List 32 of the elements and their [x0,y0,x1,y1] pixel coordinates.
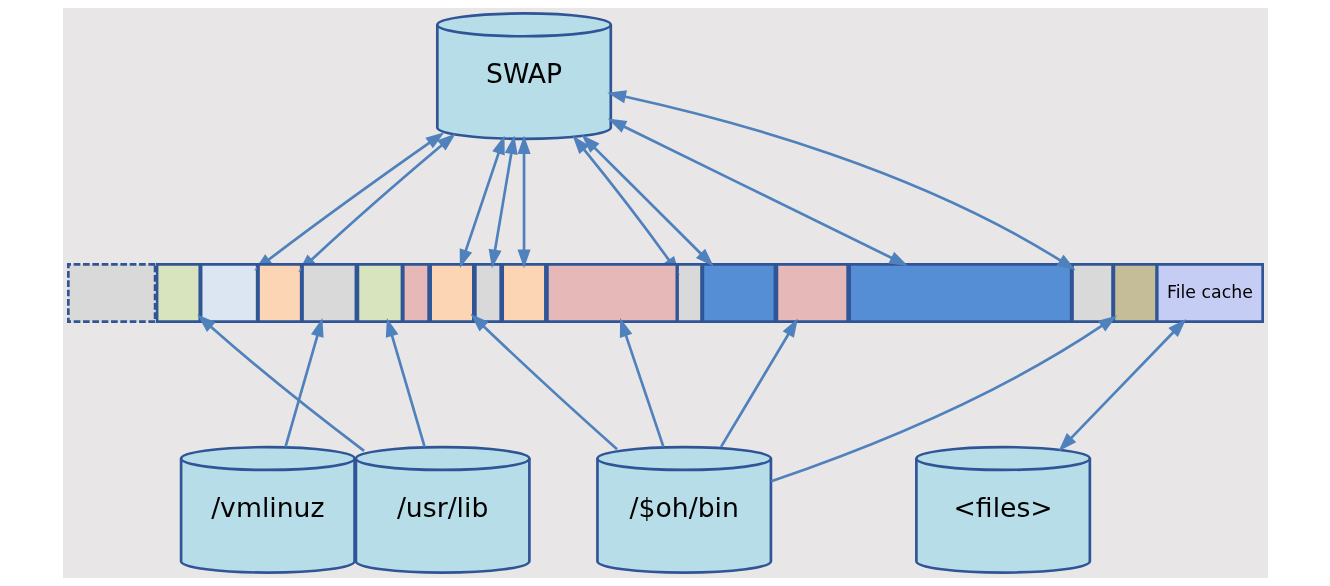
node-box [1070,262,1114,324]
arrow [488,135,518,269]
node-box [428,262,475,324]
arrow [385,318,426,448]
node-box [155,262,201,324]
arrow [619,318,665,448]
arrow [283,318,324,448]
arrow [770,315,1117,483]
arrow [581,134,714,267]
node-box [356,262,403,324]
node-box [473,262,502,324]
node-box [256,262,303,324]
node-box [1112,262,1158,324]
node-box [500,262,547,324]
node-box [775,262,849,324]
arrow [517,135,531,269]
node-box [199,262,258,324]
arrow [607,118,908,266]
node-box [701,262,776,324]
arrow [196,314,365,452]
node-box [847,262,1072,324]
arrow [459,135,505,269]
arrow [719,318,798,448]
node-box [675,262,703,324]
node-box [545,262,678,324]
node-box [300,262,357,324]
node-box: File cache [1155,262,1264,324]
arrow [606,90,1076,271]
node-box [401,262,430,324]
arrow [1058,318,1186,452]
node-box [66,262,156,324]
arrow [470,313,618,451]
